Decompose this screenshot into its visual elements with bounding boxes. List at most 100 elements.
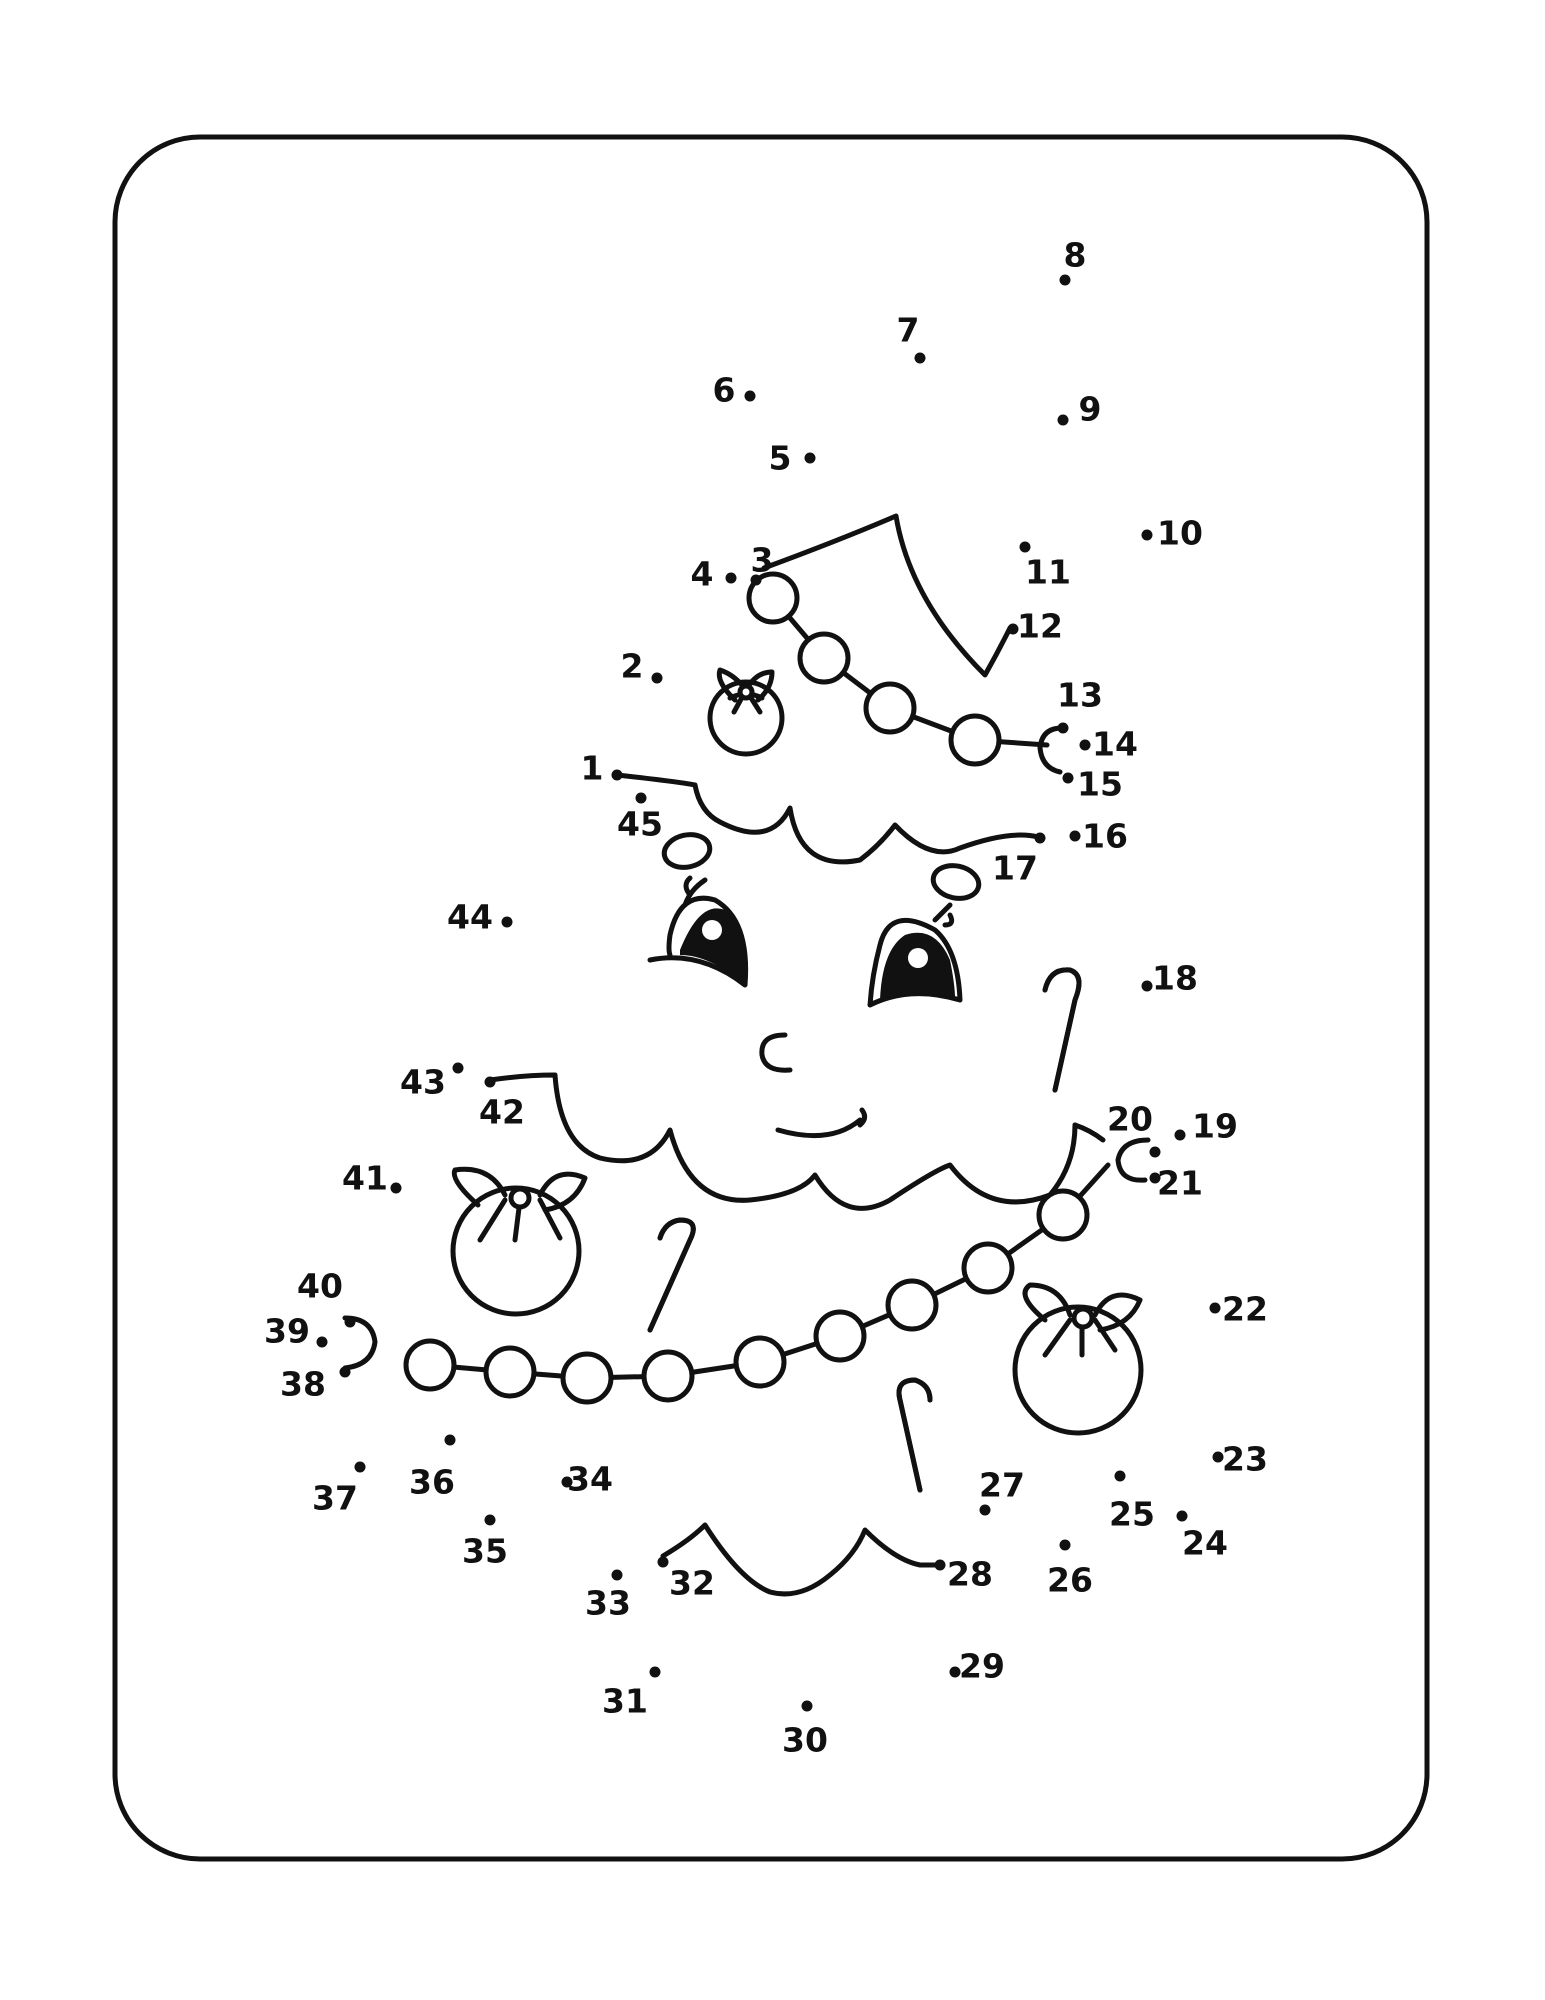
bauble-icon bbox=[1012, 1282, 1144, 1436]
nose-icon bbox=[759, 1032, 793, 1073]
dot-number-22: 22 bbox=[1222, 1290, 1268, 1329]
dot-number-43: 43 bbox=[400, 1063, 446, 1102]
connect-dot-29 bbox=[949, 1666, 961, 1678]
dot-number-4: 4 bbox=[691, 555, 714, 594]
dot-number-3: 3 bbox=[751, 541, 774, 580]
dot-number-36: 36 bbox=[409, 1463, 455, 1502]
dot-number-19: 19 bbox=[1192, 1107, 1238, 1146]
dot-number-25: 25 bbox=[1109, 1495, 1155, 1534]
connect-dot-1 bbox=[611, 769, 623, 781]
dot-number-11: 11 bbox=[1025, 553, 1071, 592]
connect-dot-38 bbox=[339, 1366, 351, 1378]
connect-dot-32 bbox=[657, 1556, 669, 1568]
dot-number-15: 15 bbox=[1077, 765, 1123, 804]
dot-number-29: 29 bbox=[959, 1647, 1005, 1686]
connect-dot-40 bbox=[344, 1316, 356, 1328]
dot-number-30: 30 bbox=[782, 1721, 828, 1760]
connect-dot-25 bbox=[1114, 1470, 1126, 1482]
candy-cane-icon bbox=[896, 1377, 933, 1493]
dot-number-28: 28 bbox=[947, 1555, 993, 1594]
bauble-icon bbox=[707, 667, 785, 757]
dot-number-40: 40 bbox=[297, 1267, 343, 1306]
connect-dot-22 bbox=[1209, 1302, 1221, 1314]
connect-dot-27 bbox=[979, 1504, 991, 1516]
connect-dot-28 bbox=[934, 1559, 946, 1571]
page-frame bbox=[112, 134, 1430, 1862]
dot-number-21: 21 bbox=[1157, 1164, 1203, 1203]
connect-dot-6 bbox=[744, 390, 756, 402]
connect-dot-31 bbox=[649, 1666, 661, 1678]
dot-number-9: 9 bbox=[1079, 390, 1102, 429]
bead-garland-icon bbox=[746, 571, 1065, 775]
connect-dot-8 bbox=[1059, 274, 1071, 286]
dots-layer: 1234567891011121314151617181920212223242… bbox=[264, 236, 1268, 1760]
connect-dot-2 bbox=[651, 672, 663, 684]
connect-dot-36 bbox=[444, 1434, 456, 1446]
connect-dot-9 bbox=[1057, 414, 1069, 426]
dot-number-39: 39 bbox=[264, 1312, 310, 1351]
connect-dot-3 bbox=[750, 574, 762, 586]
dot-number-12: 12 bbox=[1017, 607, 1063, 646]
bead-garland-icon bbox=[342, 1137, 1151, 1405]
dot-number-18: 18 bbox=[1152, 959, 1198, 998]
eye-icon bbox=[647, 875, 749, 988]
dot-number-10: 10 bbox=[1157, 514, 1203, 553]
connect-dot-13 bbox=[1057, 722, 1069, 734]
dot-number-37: 37 bbox=[312, 1479, 358, 1518]
connect-dot-45 bbox=[635, 792, 647, 804]
connect-dot-4 bbox=[725, 572, 737, 584]
connect-dot-33 bbox=[611, 1569, 623, 1581]
connect-dot-18 bbox=[1141, 980, 1153, 992]
dot-number-38: 38 bbox=[280, 1365, 326, 1404]
connect-dot-21 bbox=[1149, 1172, 1161, 1184]
dot-number-23: 23 bbox=[1222, 1440, 1268, 1479]
dot-number-44: 44 bbox=[447, 898, 493, 937]
dot-number-42: 42 bbox=[479, 1093, 525, 1132]
dot-number-41: 41 bbox=[342, 1159, 388, 1198]
dot-number-32: 32 bbox=[669, 1564, 715, 1603]
dot-number-17: 17 bbox=[992, 849, 1038, 888]
dot-number-45: 45 bbox=[617, 805, 663, 844]
connect-dot-26 bbox=[1059, 1539, 1071, 1551]
connect-dot-35 bbox=[484, 1514, 496, 1526]
connect-dot-5 bbox=[804, 452, 816, 464]
dot-number-8: 8 bbox=[1064, 236, 1087, 275]
bauble-icon bbox=[450, 1166, 588, 1317]
dot-number-13: 13 bbox=[1057, 676, 1103, 715]
connect-dot-12 bbox=[1007, 623, 1019, 635]
candy-cane-icon bbox=[647, 1217, 696, 1333]
connect-dot-24 bbox=[1176, 1510, 1188, 1522]
dot-number-34: 34 bbox=[567, 1460, 613, 1499]
connect-dot-17 bbox=[1034, 832, 1046, 844]
connect-dot-14 bbox=[1079, 739, 1091, 751]
connect-dot-39 bbox=[316, 1336, 328, 1348]
leaf-spot bbox=[661, 832, 713, 870]
dot-number-24: 24 bbox=[1182, 1524, 1228, 1563]
dot-number-6: 6 bbox=[713, 371, 736, 410]
dot-number-7: 7 bbox=[897, 311, 920, 350]
connect-dot-16 bbox=[1069, 830, 1081, 842]
dot-number-35: 35 bbox=[462, 1532, 508, 1571]
dot-number-33: 33 bbox=[585, 1584, 631, 1623]
smile-icon bbox=[775, 1107, 868, 1139]
connect-dot-44 bbox=[501, 916, 513, 928]
dot-number-27: 27 bbox=[979, 1466, 1025, 1505]
connect-dot-42 bbox=[484, 1076, 496, 1088]
dot-number-1: 1 bbox=[581, 749, 604, 788]
dot-number-20: 20 bbox=[1107, 1100, 1153, 1139]
connect-dot-23 bbox=[1212, 1451, 1224, 1463]
connect-dot-43 bbox=[452, 1062, 464, 1074]
connect-dot-7 bbox=[914, 352, 926, 364]
dot-number-26: 26 bbox=[1047, 1561, 1093, 1600]
leaf-spot bbox=[930, 863, 982, 901]
candy-cane-icon bbox=[1042, 967, 1082, 1093]
connect-dot-30 bbox=[801, 1700, 813, 1712]
connect-dot-11 bbox=[1019, 541, 1031, 553]
connect-dot-37 bbox=[354, 1461, 366, 1473]
dot-number-5: 5 bbox=[769, 439, 792, 478]
connect-dot-15 bbox=[1062, 772, 1074, 784]
connect-dot-20 bbox=[1149, 1146, 1161, 1158]
connect-dot-34 bbox=[561, 1476, 573, 1488]
connect-dot-19 bbox=[1174, 1129, 1186, 1141]
